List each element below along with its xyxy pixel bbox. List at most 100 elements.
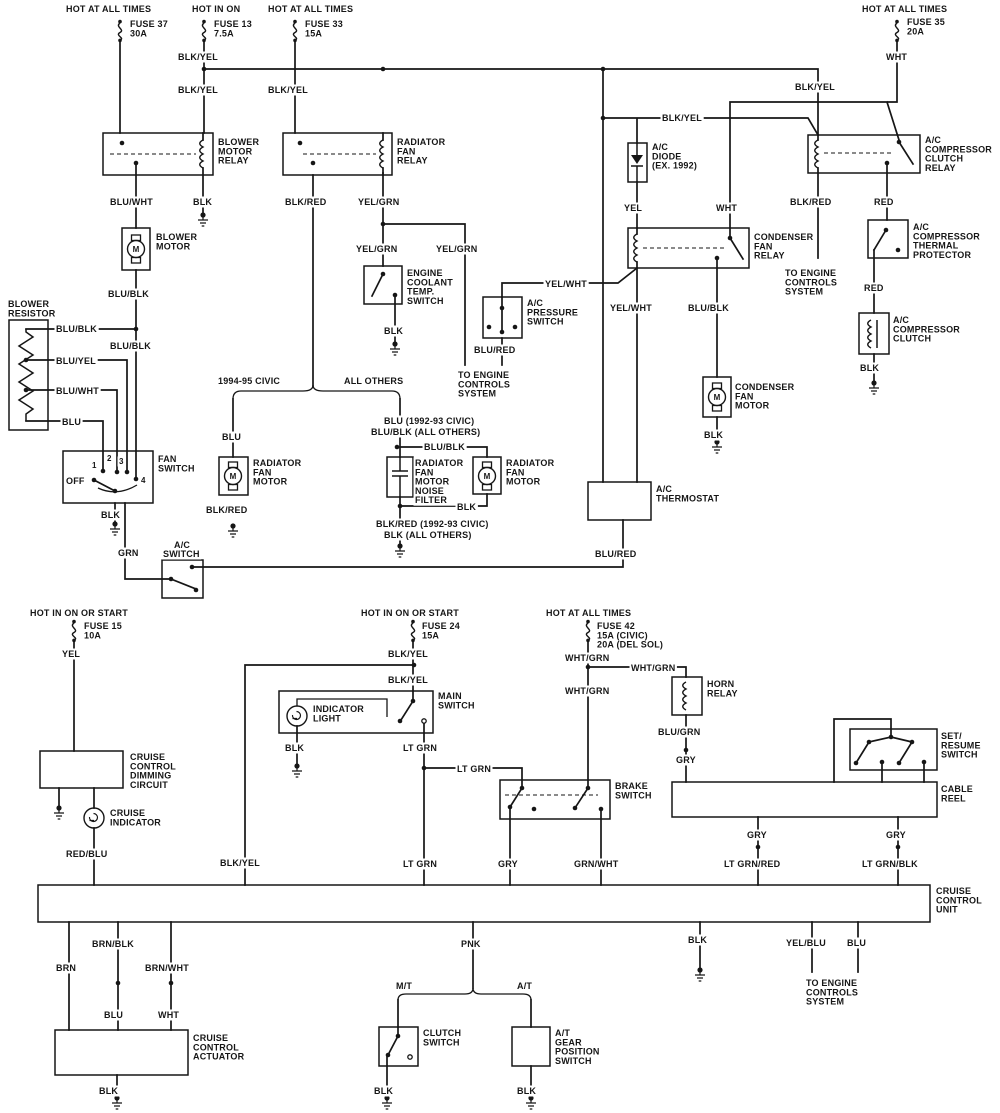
label-bg [656, 726, 702, 738]
ground-icon [711, 438, 723, 454]
relay-links [110, 152, 893, 249]
label-bg [515, 1085, 538, 1097]
label-bg [608, 302, 654, 314]
label-bg [204, 504, 250, 516]
junction-dot [112, 488, 118, 494]
junction-dot [380, 221, 386, 227]
wire-label: BLK/YEL [795, 82, 835, 92]
ect-switch-box [363, 265, 403, 305]
wire-label: BLK/YEL [388, 675, 428, 685]
label-bg [405, 267, 455, 307]
label-bg [872, 196, 896, 208]
label-bg [156, 1009, 181, 1021]
ground-icon [109, 520, 121, 536]
label-bg [413, 457, 466, 506]
junction-dot [600, 66, 606, 72]
clutch-switch-arm [386, 1034, 400, 1057]
junction-dot [297, 140, 303, 146]
label-bg [705, 678, 740, 699]
label-bg [420, 620, 462, 641]
label-bg [143, 962, 191, 974]
cruise-dimming-box [39, 750, 124, 789]
label-bg [283, 196, 329, 208]
junction-dot [866, 739, 872, 745]
wire-label: BRN [56, 963, 76, 973]
label-bg [374, 518, 491, 530]
label-bg [356, 196, 401, 208]
wire-label: RED/BLU [66, 849, 107, 859]
junction-dot [585, 785, 591, 791]
cruise-actuator-box [54, 1029, 189, 1076]
label-bg [116, 547, 141, 559]
ac-pressure-switch-box [482, 296, 523, 339]
label-bg [395, 136, 448, 167]
label-bg [54, 385, 101, 397]
wire-label: BLK [374, 1086, 393, 1096]
open-terminal-dot [421, 718, 427, 724]
label-bg [939, 783, 975, 804]
ground-icon [389, 340, 401, 356]
label-bg [386, 648, 430, 660]
label-bg [934, 885, 984, 916]
junction-dot [585, 664, 591, 670]
label-bg [105, 453, 114, 464]
clutch-relay-coil-icon [814, 139, 819, 169]
brace-transmission [397, 987, 532, 1001]
wire-label: LT GRN/RED [724, 859, 781, 869]
main-switch-arm [399, 699, 415, 722]
header-hot-at-all-times-3: HOT AT ALL TIMES [862, 4, 947, 14]
variant-all-others: ALL OTHERS [344, 376, 403, 386]
label-bg [212, 18, 254, 39]
wire-label: BLU/WHT [56, 386, 99, 396]
wire-label: BLK/YEL [220, 858, 260, 868]
label-bg [90, 460, 99, 471]
label-bg [686, 302, 731, 314]
wire-label: YEL/WHT [610, 303, 652, 313]
label-bg [455, 763, 493, 775]
label-bg [283, 742, 306, 754]
wire-label: YEL [624, 203, 642, 213]
resistor-zigzag-icon [17, 329, 35, 421]
wire-blkyel-bus [203, 68, 819, 136]
junction-dot [600, 115, 606, 121]
junction-dot [23, 357, 29, 363]
ground-icon [227, 522, 239, 538]
ac-switch-box [161, 559, 204, 599]
label-bg [455, 501, 478, 513]
ground-icon [394, 542, 406, 558]
label-bg [60, 648, 82, 660]
capacitor-icon [392, 457, 408, 497]
junction-dot [486, 324, 492, 330]
junction-dot [909, 739, 915, 745]
wire-label: 1 [92, 461, 97, 470]
label-bg [372, 1085, 395, 1097]
junction-dot [421, 765, 427, 771]
label-bg [745, 829, 769, 841]
label-bg [752, 231, 816, 262]
junction-dot [512, 324, 518, 330]
label-bg [191, 1032, 247, 1063]
wire-label: BLK [101, 510, 120, 520]
wire-label: BLK/RED (1992-93 CIVIC) [376, 519, 489, 529]
junction-dot [879, 759, 885, 765]
wire-label: BLU/BLK [108, 289, 149, 299]
label-bg [303, 18, 345, 39]
wire-label: YEL [62, 649, 80, 659]
component-boxes [8, 132, 938, 1076]
label-bg [359, 607, 461, 619]
label-bg [845, 937, 868, 949]
ground-icon [868, 379, 880, 395]
fan-switch-arm [92, 478, 117, 493]
label-bg [311, 703, 366, 724]
junction-dot [124, 469, 130, 475]
label-bg [793, 81, 837, 93]
